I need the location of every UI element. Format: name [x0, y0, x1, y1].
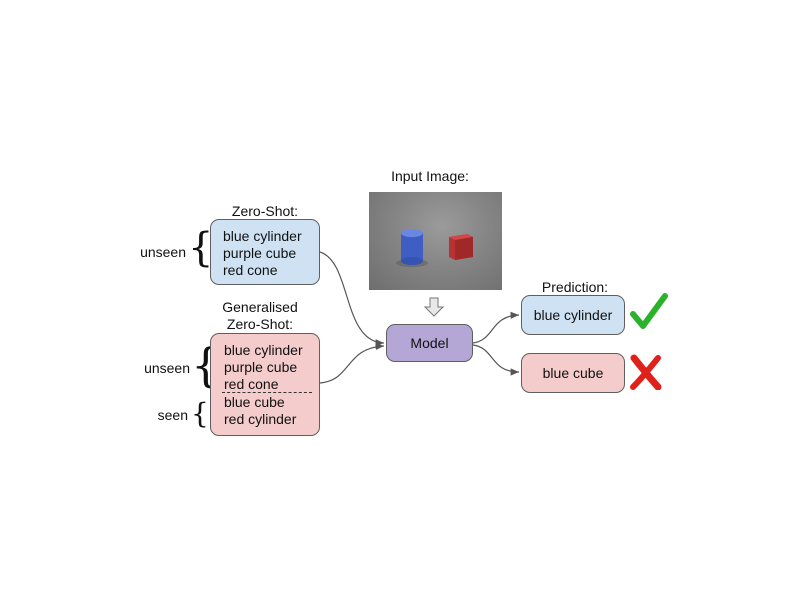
cross-icon — [630, 354, 662, 390]
incorrect-prediction-label: blue cube — [542, 364, 604, 381]
image-to-model-arrow — [423, 297, 445, 317]
unseen-brace: { — [188, 225, 214, 271]
correct-prediction-label: blue cylinder — [533, 306, 613, 323]
connector-zero-shot-to-model — [319, 251, 385, 347]
class-item: blue cylinder — [223, 228, 302, 244]
class-item: purple cube — [223, 245, 297, 261]
connector-generalised-to-model — [319, 342, 385, 384]
scene-objects — [396, 229, 473, 267]
zero-shot-class-box: blue cylinder purple cube red cone — [210, 219, 320, 285]
prediction-title: Prediction: — [541, 279, 609, 295]
zero-shot-title: Zero-Shot: — [231, 203, 299, 219]
generalised-class-box: blue cylinder purple cube red cone blue … — [210, 333, 320, 436]
class-item: blue cube — [224, 394, 285, 410]
generalised-title-line2: Zero-Shot: — [226, 316, 294, 332]
connector-model-to-incorrect — [472, 344, 520, 376]
zero-shot-unseen-label: unseen — [140, 244, 186, 260]
correct-prediction-box: blue cylinder — [521, 295, 625, 335]
class-item: red cone — [223, 262, 278, 278]
input-image — [369, 192, 502, 290]
generalised-seen-label: seen — [157, 407, 188, 423]
seen-brace: { — [191, 397, 209, 430]
class-item: purple cube — [224, 359, 298, 375]
blue-cylinder-object — [401, 233, 423, 261]
class-item: blue cylinder — [224, 342, 303, 358]
input-image-title: Input Image: — [391, 168, 469, 184]
generalised-title: Generalised Zero-Shot: — [200, 299, 320, 333]
connector-model-to-correct — [472, 311, 520, 344]
generalised-title-line1: Generalised — [222, 299, 298, 315]
class-item: red cylinder — [224, 411, 297, 427]
model-box: Model — [386, 324, 473, 362]
seen-unseen-divider — [222, 392, 312, 393]
incorrect-prediction-box: blue cube — [521, 353, 625, 393]
class-item: red cone — [224, 376, 279, 392]
check-icon — [630, 293, 668, 329]
model-label: Model — [410, 334, 449, 351]
generalised-unseen-label: unseen — [144, 360, 190, 376]
